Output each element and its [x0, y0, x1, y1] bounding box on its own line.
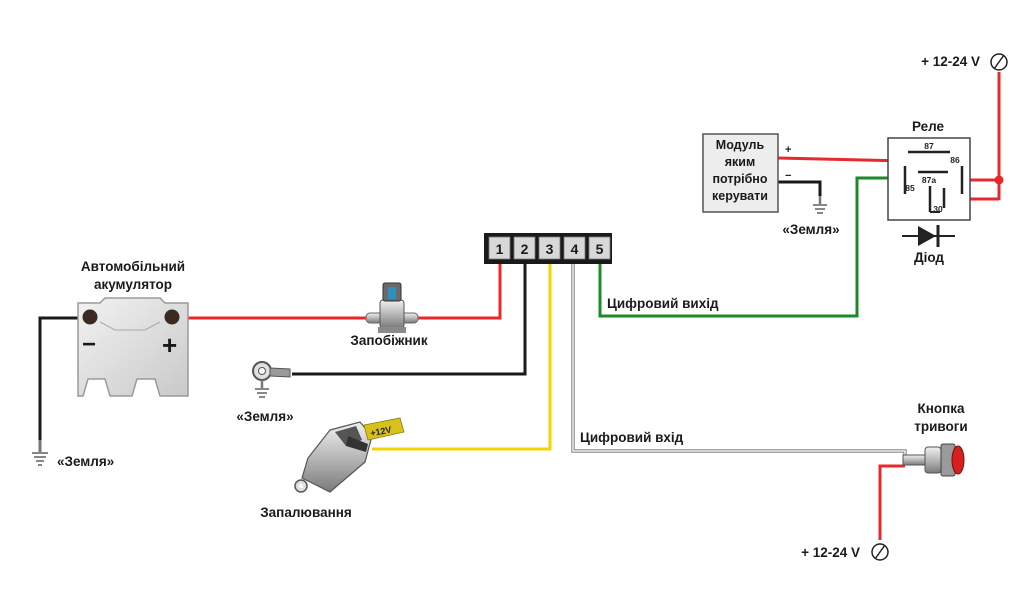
wire-terminal-5-relay — [598, 176, 905, 318]
power-label-top: + 12-24 V — [921, 54, 980, 69]
module-label-line4: керувати — [712, 189, 768, 203]
ignition-key-icon — [294, 417, 405, 493]
terminal-4 — [563, 236, 586, 260]
digital-output-label: Цифровий вихід — [607, 296, 719, 311]
relay-pin-85: 85 — [905, 183, 915, 193]
battery-label-line2: акумулятор — [94, 277, 172, 292]
ground-icon — [32, 440, 48, 466]
terminal-block: 1 2 3 4 5 — [484, 233, 612, 264]
battery-plus-sign: + — [162, 330, 177, 360]
relay — [887, 137, 971, 221]
ground-label-middle: «Земля» — [236, 409, 293, 424]
module-minus-sign: − — [785, 170, 791, 182]
fuse-label: Запобіжник — [350, 333, 427, 348]
ground-lug-icon — [252, 361, 291, 398]
module-plus-sign: + — [785, 144, 791, 156]
module-label-line1: Модуль — [716, 138, 765, 152]
power-label-bottom: + 12-24 V — [801, 545, 860, 560]
terminal-label: 4 — [571, 241, 579, 257]
battery-minus-sign: − — [82, 331, 96, 358]
controlled-module — [702, 133, 779, 213]
wire-terminal-2-ground — [292, 262, 527, 376]
relay-pin-87a: 87a — [922, 175, 936, 185]
terminal-5 — [588, 236, 611, 260]
wire-terminal-3-ignition — [372, 262, 552, 451]
battery-positive-terminal — [164, 309, 180, 325]
car-battery: − + — [77, 297, 189, 397]
terminal-label: 3 — [546, 241, 554, 257]
relay-pin-30: 30 — [933, 204, 943, 214]
terminal-2 — [513, 236, 536, 260]
terminal-1 — [488, 236, 511, 260]
digital-input-label: Цифровий вхід — [580, 430, 684, 445]
terminal-label: 2 — [521, 241, 529, 257]
button-label-line2: тривоги — [914, 419, 967, 434]
ground-label-battery: «Земля» — [57, 454, 114, 469]
power-terminal-icon — [990, 53, 1008, 71]
wire-module-ground — [778, 180, 822, 196]
wire-button-power — [878, 464, 905, 540]
battery-negative-terminal — [82, 309, 98, 325]
relay-pin-86: 86 — [950, 155, 960, 165]
wire-battery-ground — [38, 316, 90, 440]
ignition-label: Запалювання — [260, 505, 352, 520]
diode-icon — [902, 225, 955, 247]
relay-pin-87: 87 — [924, 141, 934, 151]
wire-fuse-to-terminal-1 — [416, 262, 502, 320]
button-label-line1: Кнопка — [917, 401, 965, 416]
terminal-label: 1 — [496, 241, 504, 257]
ignition-tag-label: +12V — [369, 424, 392, 438]
module-label-line2: яким — [725, 155, 755, 169]
fuse-icon — [365, 282, 419, 333]
power-terminal-icon — [871, 543, 889, 561]
diode-label: Діод — [914, 250, 944, 265]
battery-label-line1: Автомобільний — [81, 259, 185, 274]
ground-icon — [813, 196, 827, 214]
module-label-line3: потрібно — [712, 172, 767, 186]
terminal-label: 5 — [596, 241, 604, 257]
ground-label-module: «Земля» — [782, 222, 839, 237]
relay-label: Реле — [912, 119, 945, 134]
alarm-button-icon — [902, 443, 965, 477]
terminal-3 — [538, 236, 561, 260]
ignition-tag — [363, 417, 405, 441]
